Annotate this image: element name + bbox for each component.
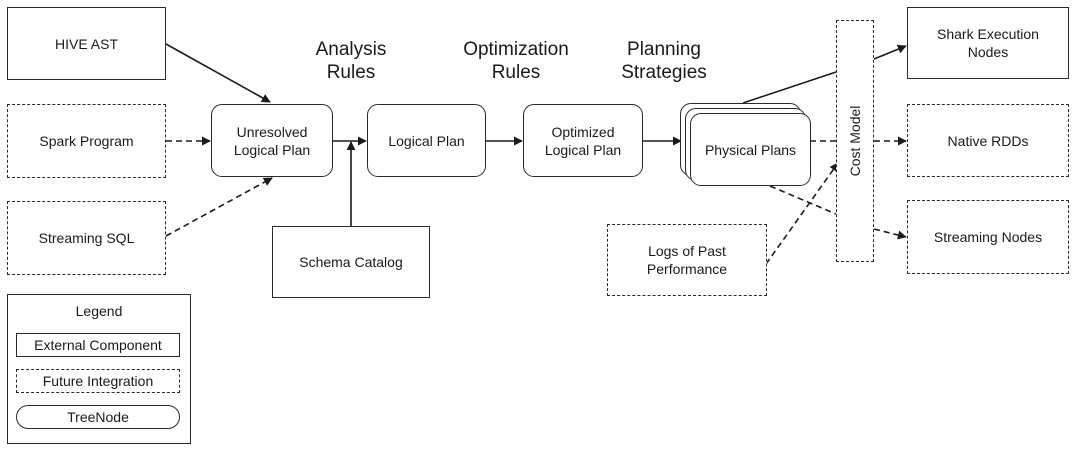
schema-catalog-box: Schema Catalog [272, 226, 430, 298]
legend-treenode-label: TreeNode [67, 409, 129, 425]
arrow-costmodel-to-shark [873, 44, 907, 60]
native-rdds-label: Native RDDs [947, 132, 1029, 149]
line-physical-to-costmodel-top [742, 71, 837, 104]
shark-execution-nodes-box: Shark Execution Nodes [907, 7, 1069, 79]
logical-plan-label: Logical Plan [388, 132, 465, 149]
physical-plans-node: Physical Plans [690, 113, 811, 186]
arrow-streaming-to-unresolved [165, 177, 273, 237]
streaming-nodes-label: Streaming Nodes [933, 229, 1043, 245]
native-rdds-box: Native RDDs [907, 104, 1069, 177]
streaming-sql-box: Streaming SQL [7, 201, 166, 275]
logs-past-performance-box: Logs of Past Performance [607, 224, 767, 296]
legend-external-component: External Component [16, 333, 180, 357]
hive-ast-label: HIVE AST [54, 35, 119, 52]
unresolved-logical-plan-label: Unresolved Logical Plan [233, 123, 311, 158]
optimized-logical-plan-node: Optimized Logical Plan [523, 104, 643, 177]
heading-planning-strategies: Planning Strategies [621, 39, 707, 83]
optimized-logical-plan-label: Optimized Logical Plan [544, 123, 622, 158]
hive-ast-box: HIVE AST [7, 7, 166, 80]
cost-model-label: Cost Model [847, 105, 863, 177]
arrow-costmodel-to-streaming [873, 228, 907, 240]
shark-execution-nodes-label: Shark Execution Nodes [937, 26, 1039, 60]
logical-plan-node: Logical Plan [367, 104, 486, 177]
arrow-logs-to-costmodel [765, 162, 839, 265]
logs-past-performance-label: Logs of Past Performance [646, 243, 728, 277]
streaming-sql-label: Streaming SQL [38, 230, 135, 246]
legend-external-label: External Component [34, 337, 162, 353]
legend-future-integration: Future Integration [16, 369, 180, 393]
spark-program-label: Spark Program [39, 133, 134, 149]
legend-treenode: TreeNode [16, 405, 180, 429]
cost-model-box: Cost Model [836, 20, 874, 262]
legend-title: Legend [75, 303, 123, 319]
line-physical-to-costmodel-low [769, 185, 837, 215]
legend-future-label: Future Integration [42, 373, 154, 389]
arrow-hive-to-unresolved [165, 43, 271, 103]
heading-optimization-rules: Optimization Rules [463, 39, 569, 83]
schema-catalog-label: Schema Catalog [299, 254, 403, 270]
streaming-nodes-box: Streaming Nodes [907, 200, 1069, 274]
physical-plans-label: Physical Plans [704, 141, 797, 158]
legend-box: Legend External Component Future Integra… [7, 294, 191, 444]
unresolved-logical-plan-node: Unresolved Logical Plan [211, 104, 333, 177]
spark-program-box: Spark Program [7, 104, 166, 178]
heading-analysis-rules: Analysis Rules [315, 39, 387, 83]
